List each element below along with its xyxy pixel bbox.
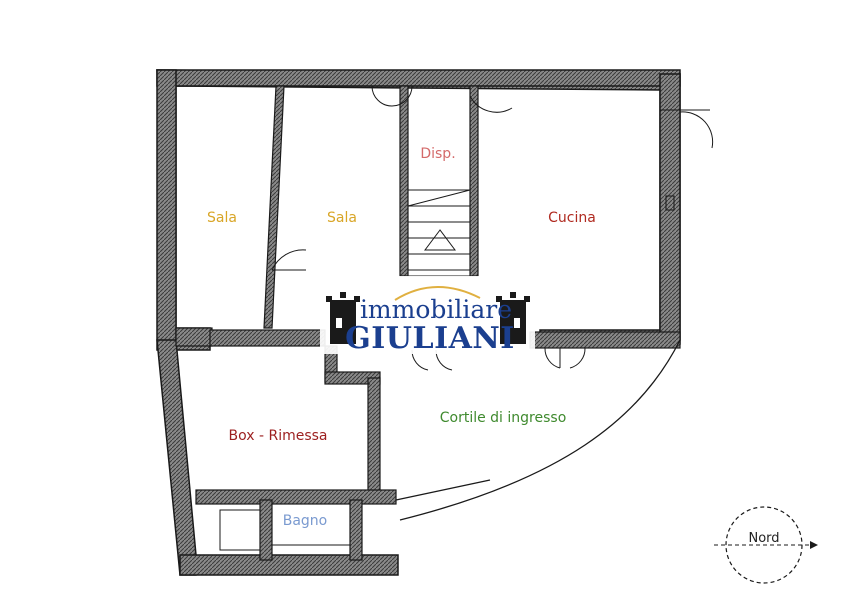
wall-bagno-left xyxy=(259,499,273,561)
wall-disp-left xyxy=(399,85,409,277)
top-wall xyxy=(156,69,681,87)
courtyard-curve xyxy=(399,339,681,521)
wall-box-bottom xyxy=(195,489,397,505)
fixtures xyxy=(219,195,675,551)
outer-walls xyxy=(156,69,681,576)
door-disp xyxy=(469,95,513,126)
room-label-box: Box - Rimessa xyxy=(228,428,327,444)
room-label-bagno: Bagno xyxy=(283,513,328,529)
doors xyxy=(271,85,714,546)
left-wall-upper xyxy=(156,69,177,351)
compass: Nord xyxy=(714,506,818,584)
staircase xyxy=(407,189,471,277)
niche-marker xyxy=(219,509,261,551)
wall-sala-divider xyxy=(263,85,285,329)
castle-icon-right xyxy=(496,292,530,344)
compass-arrow-icon xyxy=(810,541,818,549)
logo-line2: GIULIANI xyxy=(345,321,515,356)
room-label-sala-left: Sala xyxy=(207,210,237,226)
wall-disp-right xyxy=(469,85,479,277)
bottom-wall xyxy=(179,554,399,576)
room-label-cucina: Cucina xyxy=(548,210,596,226)
arch-top xyxy=(371,85,413,107)
right-wall xyxy=(659,73,681,345)
courtyard-curve-inner xyxy=(395,479,491,501)
logo-arc xyxy=(394,286,481,301)
door-cucina-exterior xyxy=(660,109,714,149)
wall-sala-bottom-mid xyxy=(209,329,326,347)
door-cucina-courtyard xyxy=(544,347,586,369)
stair-arrow xyxy=(407,189,471,251)
interior-walls xyxy=(175,85,681,561)
room-label-disp: Disp. xyxy=(420,146,455,162)
stair-treads xyxy=(408,205,470,271)
compass-label: Nord xyxy=(748,531,779,546)
window-marker xyxy=(665,195,675,211)
wall-bagno-right xyxy=(349,499,363,561)
stair-box xyxy=(407,189,471,277)
left-wall-lower xyxy=(156,339,197,576)
wall-cucina-bottom xyxy=(529,331,681,349)
courtyard-edge xyxy=(395,339,681,521)
castle-icon-left xyxy=(326,292,360,344)
wall-sala-bottom-left xyxy=(175,327,213,347)
room-label-sala-right: Sala xyxy=(327,210,357,226)
logo: immobiliare GIULIANI xyxy=(320,276,535,356)
room-label-cortile: Cortile di ingresso xyxy=(440,410,567,426)
door-sala-right xyxy=(271,249,307,271)
wall-box-right xyxy=(367,377,381,497)
logo-line1: immobiliare xyxy=(360,295,512,324)
